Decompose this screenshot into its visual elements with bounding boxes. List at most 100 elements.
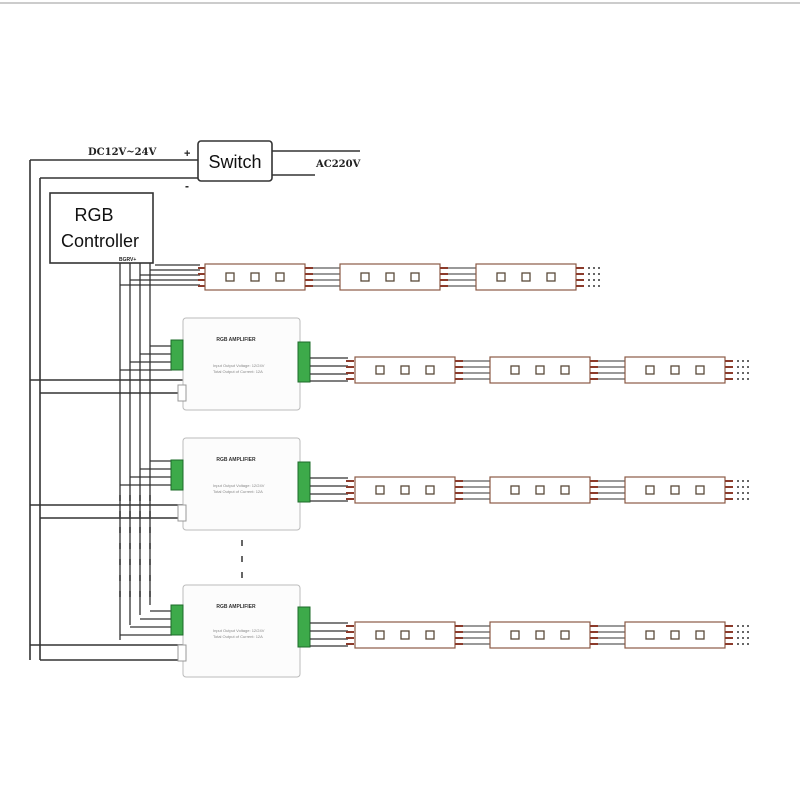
continuation-dot: [588, 285, 590, 287]
continuation-dot: [742, 366, 744, 368]
minus-sign: -: [185, 179, 189, 193]
continuation-dot: [742, 498, 744, 500]
led-chip: [425, 485, 435, 495]
continuation-dot: [742, 631, 744, 633]
led-chip: [360, 272, 370, 282]
amplifier-output-wires: [310, 357, 348, 647]
led-chip: [535, 365, 545, 375]
continuation-dot: [742, 372, 744, 374]
led-chip: [510, 485, 520, 495]
led-chip: [695, 485, 705, 495]
continuation-dashes: [119, 495, 243, 600]
continuation-dot: [737, 372, 739, 374]
amp3-title: RGB AMPLIFIER: [216, 604, 256, 610]
led-chip: [695, 365, 705, 375]
led-chip: [510, 630, 520, 640]
continuation-dot: [737, 625, 739, 627]
amp3-output-terminal: [297, 606, 311, 648]
amp1-output-terminal: [297, 341, 311, 383]
continuation-dot: [737, 486, 739, 488]
continuation-dot: [737, 360, 739, 362]
continuation-dot: [737, 366, 739, 368]
rgb-controller-box: RGB Controller BGRV+: [49, 192, 154, 264]
amp1-input-terminal: [170, 339, 184, 371]
ac-voltage-label: AC220V: [315, 159, 361, 170]
led-chip: [375, 630, 385, 640]
continuation-dot: [742, 492, 744, 494]
amp3-input-terminal: [170, 604, 184, 636]
led-chip: [400, 365, 410, 375]
led-chip: [560, 630, 570, 640]
led-chip: [670, 485, 680, 495]
amp1-spec-line1: Input Output Voltage: 12/24V: [213, 363, 265, 368]
plus-sign: +: [184, 148, 190, 160]
led-chip: [425, 365, 435, 375]
continuation-dot: [593, 273, 595, 275]
continuation-dot: [742, 625, 744, 627]
power-bus: [29, 150, 360, 660]
continuation-dot: [747, 372, 749, 374]
amp3-spec-line1: Input Output Voltage: 12/24V: [213, 628, 265, 633]
continuation-dot: [742, 378, 744, 380]
continuation-dot: [747, 366, 749, 368]
amp2-output-terminal: [297, 461, 311, 503]
led-chip: [560, 365, 570, 375]
continuation-dot: [593, 279, 595, 281]
continuation-dot: [588, 273, 590, 275]
rgb-amplifier-3: RGB AMPLIFIER Input Output Voltage: 12/2…: [170, 584, 311, 678]
amplifier-power-taps: [30, 379, 185, 661]
led-chip: [496, 272, 506, 282]
continuation-dot: [737, 480, 739, 482]
led-chip: [560, 485, 570, 495]
continuation-dot: [742, 637, 744, 639]
continuation-dot: [747, 631, 749, 633]
led-chip: [670, 630, 680, 640]
led-chip: [521, 272, 531, 282]
led-chip: [645, 630, 655, 640]
switch-box: Switch: [197, 140, 273, 182]
amp2-input-terminal: [170, 459, 184, 491]
led-chip: [645, 365, 655, 375]
continuation-dot: [737, 498, 739, 500]
continuation-dot: [737, 643, 739, 645]
led-chip: [400, 630, 410, 640]
continuation-dot: [737, 492, 739, 494]
continuation-dot: [593, 285, 595, 287]
continuation-dot: [593, 267, 595, 269]
continuation-dot: [742, 486, 744, 488]
continuation-dot: [742, 360, 744, 362]
continuation-dot: [588, 267, 590, 269]
rgb-amplifier-1: RGB AMPLIFIER Input Output Voltage: 12/2…: [170, 317, 311, 411]
amp2-power-terminal: [177, 504, 187, 522]
continuation-dot: [598, 285, 600, 287]
amp3-spec-line2: Total Output of Current: 12A: [213, 634, 263, 639]
amp3-power-terminal: [177, 644, 187, 662]
amp1-power-terminal: [177, 384, 187, 402]
led-chip: [425, 630, 435, 640]
continuation-dot: [747, 637, 749, 639]
continuation-dot: [747, 625, 749, 627]
continuation-dot: [588, 279, 590, 281]
led-chip: [250, 272, 260, 282]
led-chip: [535, 630, 545, 640]
led-chip: [695, 630, 705, 640]
amplifier-signal-taps: [120, 345, 172, 636]
controller-label-line1: RGB: [74, 205, 113, 225]
led-chip: [410, 272, 420, 282]
led-chip: [385, 272, 395, 282]
switch-label: Switch: [208, 152, 261, 172]
led-strips: [198, 263, 749, 649]
continuation-dot: [737, 637, 739, 639]
amp1-title: RGB AMPLIFIER: [216, 337, 256, 343]
led-chip: [375, 485, 385, 495]
led-chip: [275, 272, 285, 282]
continuation-dot: [742, 643, 744, 645]
dc-voltage-label: DC12V~24V: [88, 147, 157, 158]
continuation-dot: [747, 360, 749, 362]
led-chip: [535, 485, 545, 495]
continuation-dot: [598, 279, 600, 281]
controller-pin-label: BGRV+: [119, 257, 136, 263]
led-chip: [375, 365, 385, 375]
continuation-dot: [747, 643, 749, 645]
